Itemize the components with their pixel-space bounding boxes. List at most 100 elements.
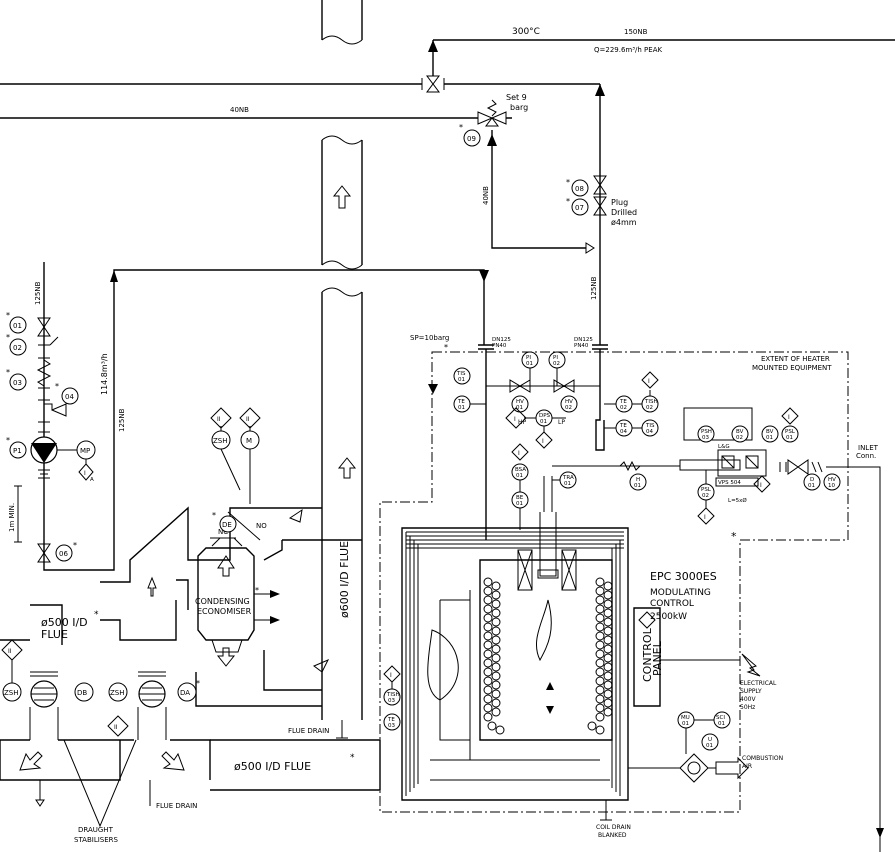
relief-set-label: Set 9 — [506, 93, 527, 102]
pump-flow-label: 114.8m³/h — [100, 353, 109, 395]
svg-text:PSL: PSL — [785, 429, 796, 435]
svg-text:PI: PI — [526, 355, 531, 361]
svg-text:PN40: PN40 — [574, 343, 589, 349]
combustion-label-2: AIR — [742, 763, 752, 770]
flow-rate-label: Q=229.6m³/h PEAK — [594, 46, 662, 54]
inlet-label-2: Conn. — [856, 452, 876, 460]
valve-tag-08: 08 — [575, 185, 584, 193]
pump-suction-nb: 125NB — [34, 281, 42, 305]
valve-tag-01: 01 — [13, 322, 22, 330]
svg-text:SCI: SCI — [716, 715, 725, 721]
tee-valve-icon — [421, 75, 445, 93]
svg-text:04: 04 — [646, 429, 653, 435]
electrical-label-4: 50Hz — [740, 704, 755, 711]
svg-text:U: U — [708, 737, 712, 743]
svg-text:10: 10 — [828, 483, 835, 489]
electrical-label-2: SUPPLY — [740, 688, 762, 695]
extent-label-2: MOUNTED EQUIPMENT — [752, 364, 832, 372]
svg-text:03: 03 — [388, 698, 395, 704]
svg-text:I: I — [704, 514, 706, 521]
valve-tag-03: 03 — [13, 379, 22, 387]
svg-text:*: * — [6, 311, 10, 320]
svg-text:MU: MU — [681, 715, 690, 721]
svg-text:TE: TE — [387, 717, 395, 723]
svg-text:*: * — [6, 436, 10, 445]
control-panel-label-1: CONTROL — [641, 627, 654, 682]
svg-text:02: 02 — [565, 405, 572, 411]
svg-text:I: I — [390, 672, 392, 679]
svg-text:DPS: DPS — [539, 413, 551, 419]
svg-text:TE: TE — [619, 423, 627, 429]
relief-valve: Set 9 barg 09 * — [459, 93, 528, 147]
electrical-label-1: ELECTRICAL — [740, 680, 777, 687]
svg-text:PSL: PSL — [701, 487, 712, 493]
svg-text:H: H — [636, 477, 640, 483]
flue600-label: ø600 I/D FLUE — [338, 541, 351, 618]
svg-text:DN125: DN125 — [574, 337, 593, 343]
svg-text:01: 01 — [634, 483, 641, 489]
damper-no-label: NO — [256, 522, 267, 530]
svg-text:TRA: TRA — [562, 475, 574, 481]
flue500-top-label-2: FLUE — [41, 628, 68, 641]
svg-text:01: 01 — [786, 435, 793, 441]
pump-discharge-nb: 125NB — [118, 408, 126, 432]
control-panel-label-2: PANEL — [651, 640, 664, 676]
svg-text:03: 03 — [702, 435, 709, 441]
svg-text:01: 01 — [526, 361, 533, 367]
power-label: 2500kW — [650, 612, 687, 622]
plug-valve: 08 07 * * Plug Drilled ø4mm — [566, 175, 637, 227]
svg-text:*: * — [566, 197, 570, 206]
svg-text:02: 02 — [702, 493, 709, 499]
heater-model-label: EPC 3000ES — [650, 570, 717, 583]
svg-text:VPS 504: VPS 504 — [718, 480, 741, 486]
svg-text:DN125: DN125 — [492, 337, 511, 343]
riser-nb-label: 125NB — [590, 276, 598, 300]
extent-label-1: EXTENT OF HEATER — [761, 355, 830, 363]
plug-label: Plug — [611, 198, 628, 207]
svg-text:01: 01 — [808, 483, 815, 489]
svg-text:*: * — [444, 343, 448, 352]
svg-text:02: 02 — [620, 405, 627, 411]
svg-text:*: * — [6, 368, 10, 377]
svg-text:01: 01 — [516, 501, 523, 507]
control-label: CONTROL — [650, 599, 694, 609]
svg-text:PN40: PN40 — [492, 343, 507, 349]
zsh-tag-1: ZSH — [4, 689, 19, 697]
svg-text:01: 01 — [458, 405, 465, 411]
coil-drain-label-1: COIL DRAIN — [596, 824, 631, 831]
svg-text:02: 02 — [646, 405, 653, 411]
damper-nc-label: NC — [218, 528, 228, 536]
svg-text:PSH: PSH — [701, 429, 712, 435]
valve-tag-07: 07 — [575, 204, 584, 212]
svg-text:TISH: TISH — [644, 399, 658, 405]
damper-db-tag: DB — [77, 689, 87, 697]
svg-text:01: 01 — [540, 419, 547, 425]
svg-text:01: 01 — [706, 743, 713, 749]
svg-text:II: II — [246, 416, 250, 423]
svg-text:TIS: TIS — [645, 423, 655, 429]
actuator-m-tag: M — [246, 437, 252, 445]
svg-text:03: 03 — [388, 723, 395, 729]
svg-text:A: A — [90, 477, 94, 483]
flue-stack-top: ø600 I/D FLUE FLUE DRAIN — [288, 0, 363, 739]
draught-label-2: STABILISERS — [74, 836, 119, 844]
svg-text:04: 04 — [620, 429, 627, 435]
svg-text:I: I — [518, 450, 520, 457]
valve-tag-09 — [463, 129, 481, 147]
modulating-label: MODULATING — [650, 588, 711, 598]
flow-arrow-up-icon — [332, 185, 352, 209]
inlet-label-1: INLET — [858, 444, 879, 452]
lightning-icon — [741, 653, 761, 677]
svg-text:BV: BV — [766, 429, 774, 435]
svg-text:TISH: TISH — [386, 692, 400, 698]
svg-text:BSA: BSA — [515, 467, 526, 473]
svg-text:PI: PI — [553, 355, 558, 361]
svg-text:01: 01 — [516, 405, 523, 411]
valve-tag-09-text: 09 — [467, 135, 476, 143]
heater-body: EPC 3000ES * MODULATING CONTROL 2500kW C… — [401, 476, 777, 839]
flow-arrow-icon — [19, 751, 43, 771]
svg-text:*: * — [255, 586, 259, 595]
drilled-label: Drilled — [611, 208, 637, 217]
coil-drain-label-2: BLANKED — [598, 832, 627, 839]
